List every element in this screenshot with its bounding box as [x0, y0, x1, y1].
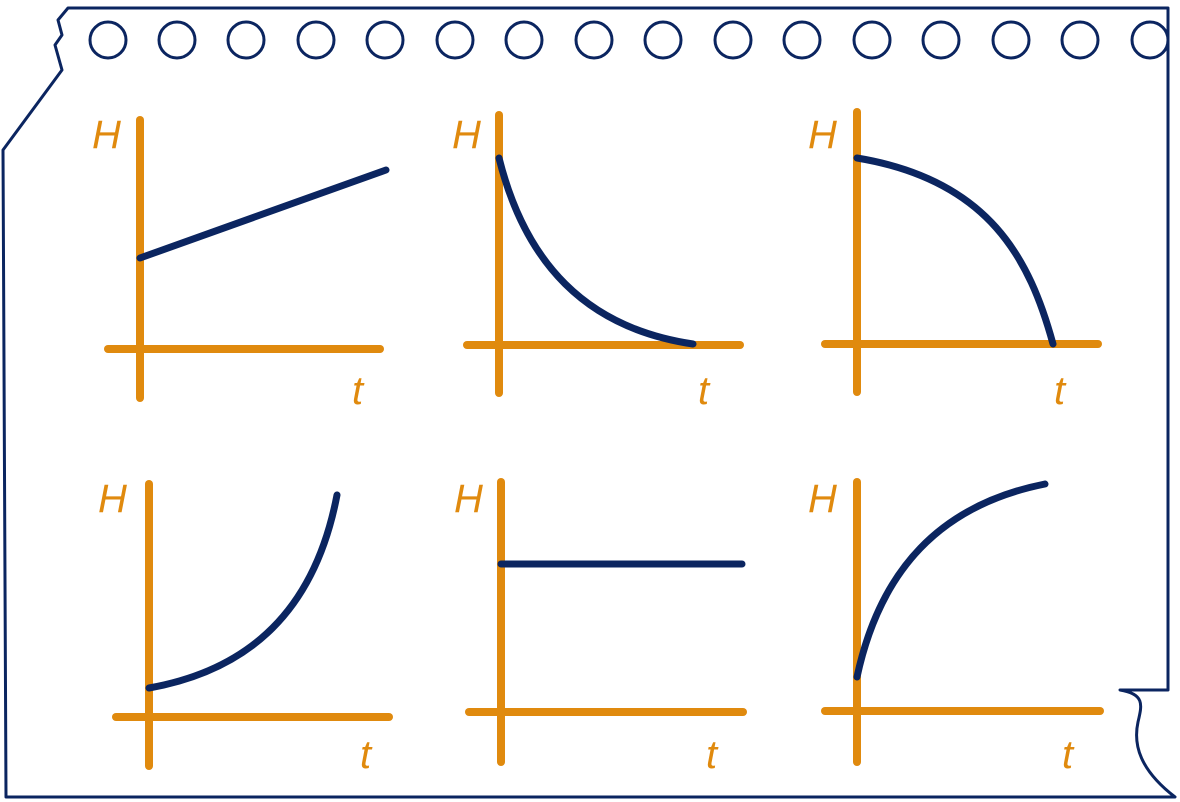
binding-ring [296, 20, 336, 60]
x-axis-label: t [698, 369, 711, 413]
binding-ring [88, 20, 128, 60]
x-axis-label: t [1062, 733, 1075, 777]
y-axis-label: H [808, 113, 837, 157]
binding-ring [365, 20, 405, 60]
binding-ring [921, 20, 961, 60]
curve-line [136, 166, 390, 262]
binding-ring [643, 20, 683, 60]
binding-ring [991, 20, 1031, 60]
x-axis-label: t [1054, 369, 1067, 413]
binding-ring [504, 20, 544, 60]
graph-constant: H t [454, 477, 747, 777]
graph-concave-fall: H t [808, 108, 1102, 413]
y-axis-label: H [92, 113, 121, 157]
curve-line [853, 480, 1049, 681]
binding-ring [574, 20, 614, 60]
y-axis-label: H [98, 477, 127, 521]
y-axis-label: H [808, 477, 837, 521]
binding-ring [1060, 20, 1100, 60]
binding-ring [157, 20, 197, 60]
y-axis-label: H [452, 113, 481, 157]
graph-decay: H t [452, 111, 744, 413]
binding-ring [782, 20, 822, 60]
graph-linear: H t [92, 113, 390, 413]
binding-ring [852, 20, 892, 60]
spiral-binding [88, 20, 1170, 60]
binding-ring [226, 20, 266, 60]
x-axis-label: t [352, 369, 365, 413]
binding-ring [713, 20, 753, 60]
curve-line [495, 154, 697, 348]
curve-line [853, 154, 1057, 348]
x-axis-label: t [360, 733, 373, 777]
y-axis-label: H [454, 477, 483, 521]
graph-saturating: H t [808, 477, 1104, 777]
binding-ring [1130, 20, 1170, 60]
graph-exponential: H t [98, 477, 393, 777]
x-axis-label: t [706, 733, 719, 777]
binding-ring [435, 20, 475, 60]
curve-line [145, 491, 341, 692]
